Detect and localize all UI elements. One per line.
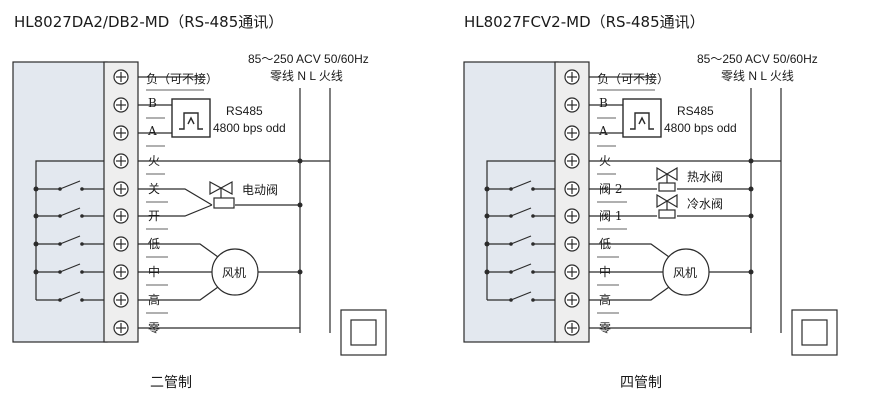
cold-water-valve-icon [656, 193, 678, 219]
terminal-label-8: 中 [148, 265, 161, 279]
terminal-screw-2 [564, 97, 580, 113]
hot-water-valve-icon [656, 166, 678, 192]
terminal-screw-5 [113, 181, 129, 197]
valve-label: 电动阀 [242, 183, 279, 197]
terminal-label-10: 零 [599, 321, 612, 335]
controller-body [12, 61, 108, 343]
terminal-label-4: 火 [599, 154, 612, 168]
terminal-screw-9 [564, 292, 580, 308]
terminal-screw-5 [564, 181, 580, 197]
terminal-label-7: 低 [148, 237, 161, 251]
terminal-screw-1 [564, 69, 580, 85]
terminal-label-6: 阀 1 [599, 209, 623, 223]
terminal-screw-3 [564, 125, 580, 141]
fan-label: 风机 [222, 266, 247, 280]
supply-lines: 零线 N L 火线 [721, 69, 794, 83]
terminal-label-3: A [148, 124, 157, 138]
electric-valve-icon [209, 180, 235, 209]
rs485-module-icon [171, 98, 211, 138]
terminal-label-3: A [599, 124, 608, 138]
external-wiring [589, 76, 782, 333]
supply-lines: 零线 N L 火线 [270, 69, 343, 83]
fan-motor-icon [211, 248, 259, 296]
terminal-screw-1 [113, 69, 129, 85]
terminal-label-5: 阀 2 [599, 182, 623, 196]
controller-body [463, 61, 559, 343]
terminal-screws [113, 69, 129, 336]
wiring-diagram-drawing [12, 61, 387, 356]
hot-water-valve-label: 热水阀 [687, 170, 724, 184]
terminal-screw-7 [564, 236, 580, 252]
wiring-diagram-drawing [463, 61, 838, 356]
terminal-screw-2 [113, 97, 129, 113]
terminal-screw-10 [564, 320, 580, 336]
wall-panel-icon [340, 309, 387, 356]
terminal-label-9: 高 [148, 293, 161, 307]
rs485-label: RS485 [226, 104, 263, 118]
terminal-screw-6 [113, 208, 129, 224]
terminal-label-5: 关 [148, 182, 161, 196]
supply-voltage: 85～250 ACV 50/60Hz [248, 52, 369, 66]
fan-motor-icon [662, 248, 710, 296]
terminal-label-9: 高 [599, 293, 612, 307]
cold-water-valve-label: 冷水阀 [687, 197, 724, 211]
wiring-diagram-two-pipe: HL8027DA2/DB2-MD（RS-485通讯） 85～250 ACV 50… [0, 0, 434, 411]
panel-caption: 二管制 [150, 375, 192, 391]
terminal-screw-6 [564, 208, 580, 224]
terminal-label-6: 开 [148, 209, 161, 223]
wall-panel-inner-icon [801, 319, 828, 346]
external-wiring [138, 76, 331, 333]
supply-voltage: 85～250 ACV 50/60Hz [697, 52, 818, 66]
terminal-label-8: 中 [599, 265, 612, 279]
terminal-screw-8 [564, 264, 580, 280]
terminal-screw-3 [113, 125, 129, 141]
terminal-label-1: 负（可不接） [597, 72, 670, 86]
terminal-label-4: 火 [148, 154, 161, 168]
terminal-screw-9 [113, 292, 129, 308]
wall-panel-icon [791, 309, 838, 356]
wall-panel-inner-icon [350, 319, 377, 346]
terminal-label-2: B [148, 96, 157, 110]
terminal-screw-4 [113, 153, 129, 169]
internal-relay-contacts [35, 160, 104, 301]
terminal-screws [564, 69, 580, 336]
terminal-label-7: 低 [599, 237, 612, 251]
terminal-screw-10 [113, 320, 129, 336]
terminal-screw-7 [113, 236, 129, 252]
panel-title: HL8027FCV2-MD（RS-485通讯） [464, 13, 705, 31]
internal-relay-contacts [486, 160, 555, 301]
terminal-screw-4 [564, 153, 580, 169]
fan-label: 风机 [673, 266, 698, 280]
rs485-speed: 4800 bps odd [664, 121, 737, 135]
junction-dots [484, 158, 754, 302]
terminal-label-2: B [599, 96, 608, 110]
terminal-label-10: 零 [148, 321, 161, 335]
panel-caption: 四管制 [620, 375, 662, 391]
terminal-screw-8 [113, 264, 129, 280]
panel-title: HL8027DA2/DB2-MD（RS-485通讯） [14, 13, 284, 31]
terminal-label-1: 负（可不接） [146, 72, 219, 86]
rs485-speed: 4800 bps odd [213, 121, 286, 135]
rs485-label: RS485 [677, 104, 714, 118]
wiring-diagram-four-pipe: HL8027FCV2-MD（RS-485通讯） 85～250 ACV 50/60… [435, 0, 869, 411]
rs485-module-icon [622, 98, 662, 138]
